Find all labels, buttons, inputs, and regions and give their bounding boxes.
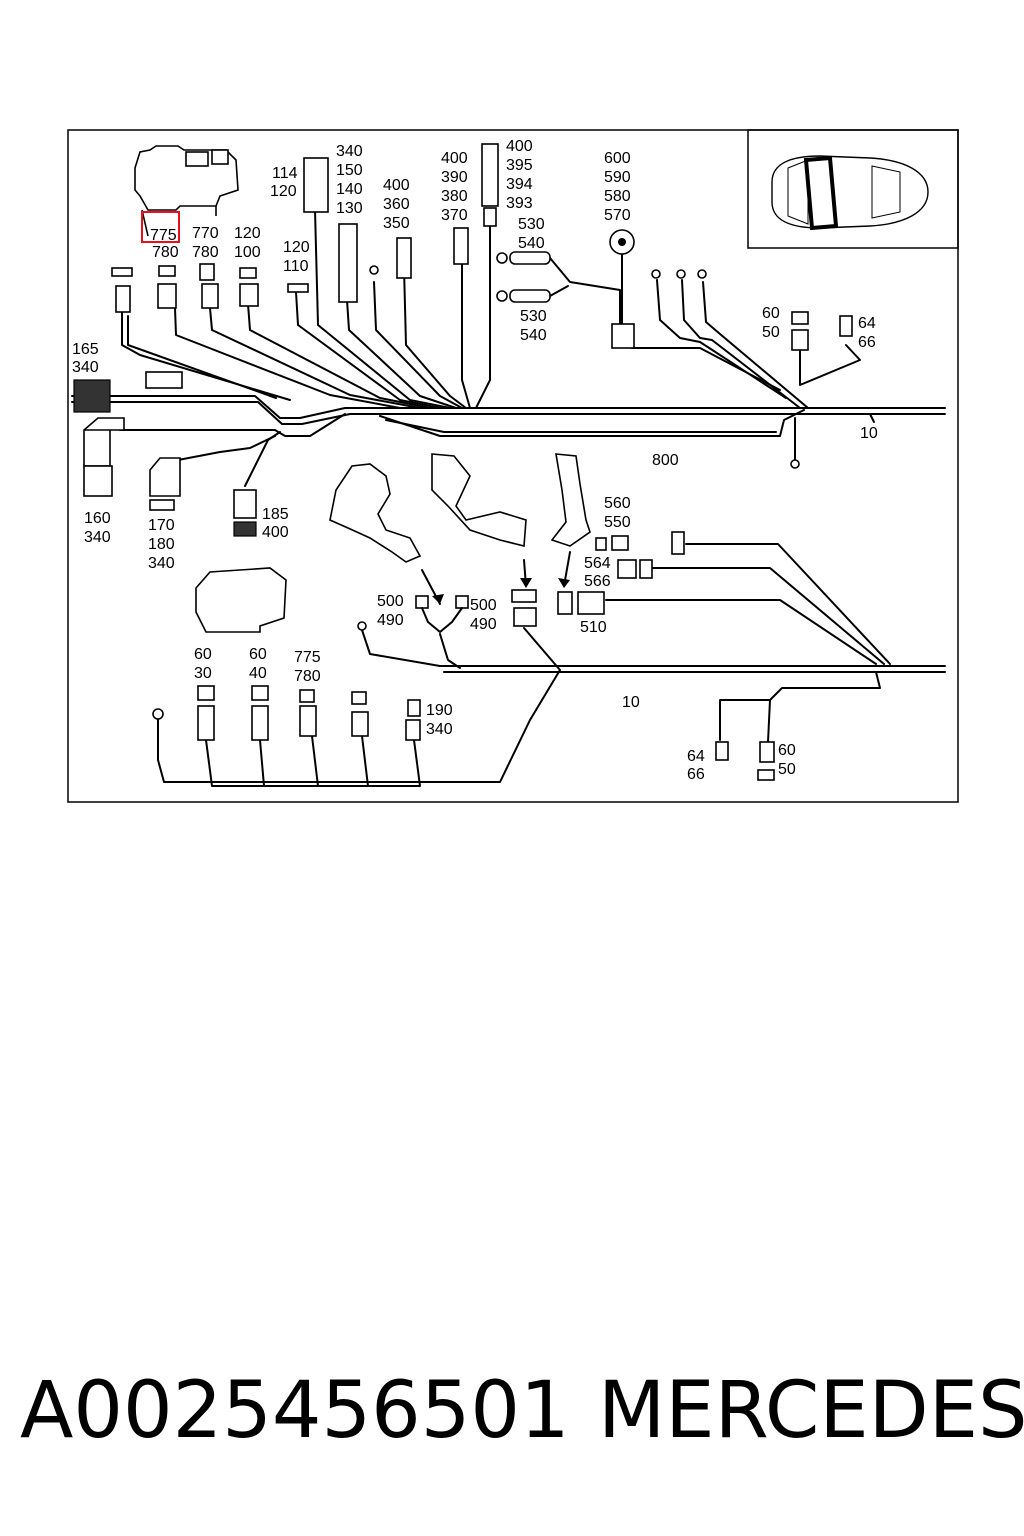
callout-label: 590 bbox=[604, 169, 631, 186]
callout-label: 340 bbox=[426, 721, 453, 738]
callout-label: 560 bbox=[604, 495, 631, 512]
callout-label: 165 bbox=[72, 341, 99, 358]
callout-label: 60 bbox=[778, 742, 796, 759]
callout-label: 340 bbox=[72, 359, 99, 376]
main-harness-trunk bbox=[71, 209, 946, 487]
callout-label: 110 bbox=[283, 258, 309, 275]
callout-label: 120 bbox=[234, 225, 261, 242]
callout-label: 370 bbox=[441, 207, 468, 224]
callout-label: 400 bbox=[441, 150, 468, 167]
callout-label: 10 bbox=[860, 425, 878, 442]
callout-label: 780 bbox=[192, 244, 219, 261]
callout-label: 500 bbox=[470, 597, 497, 614]
callout-label: 530 bbox=[518, 216, 545, 233]
callout-label: 60 bbox=[249, 646, 267, 663]
callout-label: 780 bbox=[294, 668, 321, 685]
callout-label: 50 bbox=[762, 324, 780, 341]
callout-label: 66 bbox=[687, 766, 705, 783]
callout-label: 570 bbox=[604, 207, 631, 224]
callout-label: 800 bbox=[652, 452, 679, 469]
callout-label: 120 bbox=[283, 239, 310, 256]
callout-label: 150 bbox=[336, 162, 363, 179]
callout-label: 340 bbox=[148, 555, 175, 572]
callout-label: 40 bbox=[249, 665, 267, 682]
callout-label: 64 bbox=[858, 315, 876, 332]
callout-label: 190 bbox=[426, 702, 453, 719]
callout-label: 394 bbox=[506, 176, 533, 193]
components bbox=[73, 143, 853, 781]
callout-label: 185 bbox=[262, 506, 289, 523]
diagram-frame bbox=[67, 129, 959, 803]
callout-label: 30 bbox=[194, 665, 212, 682]
callout-label: 350 bbox=[383, 215, 410, 232]
callout-label: 60 bbox=[762, 305, 780, 322]
callout-label: 775 bbox=[294, 649, 321, 666]
callout-label: 780 bbox=[152, 244, 179, 261]
callout-label: 490 bbox=[470, 616, 497, 633]
highlight-box bbox=[141, 211, 180, 243]
callout-label: 380 bbox=[441, 188, 468, 205]
callout-label: 160 bbox=[84, 510, 111, 527]
callout-label: 540 bbox=[520, 327, 547, 344]
callout-label: 490 bbox=[377, 612, 404, 629]
callout-label: 564 bbox=[584, 555, 611, 572]
callout-labels: 775 780 770 780 120 100 114 120 120 110 … bbox=[72, 138, 878, 783]
callout-label: 340 bbox=[84, 529, 111, 546]
callout-label: 360 bbox=[383, 196, 410, 213]
part-number: A0025456501 bbox=[20, 1366, 570, 1456]
callout-label: 500 bbox=[377, 593, 404, 610]
callout-label: 775 bbox=[150, 227, 177, 244]
callout-label: 580 bbox=[604, 188, 631, 205]
lower-harness bbox=[157, 543, 946, 787]
callout-label: 340 bbox=[336, 143, 363, 160]
callout-label: 566 bbox=[584, 573, 611, 590]
callout-label: 550 bbox=[604, 514, 631, 531]
callout-label: 510 bbox=[580, 619, 607, 636]
callout-label: 100 bbox=[234, 244, 261, 261]
callout-label: 120 bbox=[270, 183, 297, 200]
callout-label: 66 bbox=[858, 334, 876, 351]
callout-label: 64 bbox=[687, 748, 705, 765]
callout-label: 390 bbox=[441, 169, 468, 186]
callout-label: 395 bbox=[506, 157, 533, 174]
callout-label: 600 bbox=[604, 150, 631, 167]
callout-label: 140 bbox=[336, 181, 363, 198]
brand-name: MERCEDES bbox=[598, 1366, 1024, 1456]
callout-label: 170 bbox=[148, 517, 175, 534]
callout-label: 400 bbox=[506, 138, 533, 155]
callout-label: 10 bbox=[622, 694, 640, 711]
callout-label: 114 bbox=[272, 165, 298, 182]
callout-label: 393 bbox=[506, 195, 533, 212]
callout-label: 540 bbox=[518, 235, 545, 252]
callout-label: 530 bbox=[520, 308, 547, 325]
callout-label: 50 bbox=[778, 761, 796, 778]
callout-label: 400 bbox=[262, 524, 289, 541]
callout-label: 770 bbox=[192, 225, 219, 242]
callout-label: 180 bbox=[148, 536, 175, 553]
vehicle-locator-inset bbox=[747, 129, 959, 249]
callout-label: 60 bbox=[194, 646, 212, 663]
callout-label: 130 bbox=[336, 200, 363, 217]
callout-label: 400 bbox=[383, 177, 410, 194]
